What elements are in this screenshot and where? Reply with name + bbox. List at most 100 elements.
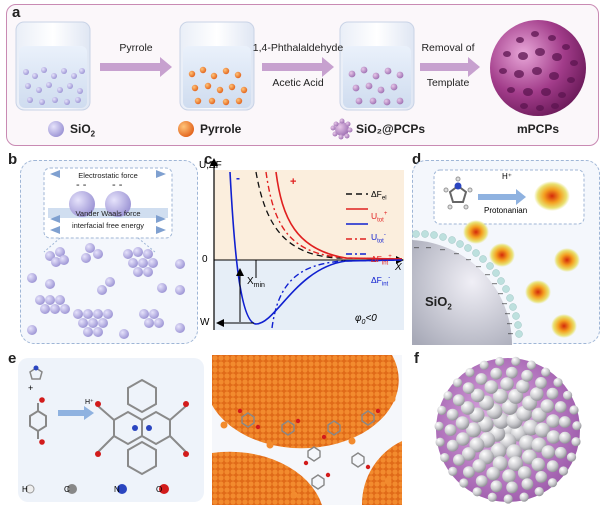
svg-text:- -: - - xyxy=(112,179,123,191)
silica-sphere xyxy=(453,454,465,466)
silica-sphere xyxy=(506,482,518,494)
minus-sign: - xyxy=(236,171,240,185)
legend-pyrrole-icon xyxy=(178,121,194,137)
plot-legend: ΔFel Utot+ Utot- ΔFint+ ΔFint- xyxy=(371,187,392,293)
legend-o: O xyxy=(156,485,162,494)
silica-sphere xyxy=(546,414,560,428)
svg-text:–: – xyxy=(414,242,419,252)
panel-d-artwork: ––––––––––––– xyxy=(412,160,600,345)
silica-sphere xyxy=(447,409,459,421)
svg-text:–: – xyxy=(502,298,507,308)
svg-text:–: – xyxy=(440,244,445,254)
legend-c: C xyxy=(64,485,70,494)
silica-sphere xyxy=(463,466,475,478)
silica-sphere xyxy=(521,370,533,382)
legend-dF-int-plus: ΔFint+ xyxy=(371,250,392,272)
beaker-3 xyxy=(340,22,414,110)
sio2-label: SiO2 xyxy=(425,294,452,312)
e-h-plus-label: H⁺ xyxy=(85,398,94,406)
w-label: W xyxy=(200,317,209,328)
panel-b-artwork: - - - - xyxy=(20,160,200,345)
silica-sphere xyxy=(542,445,556,459)
silica-sphere xyxy=(504,494,513,503)
silica-sphere xyxy=(541,368,550,377)
arrow-3 xyxy=(420,57,480,77)
protonation-label: Protonanian xyxy=(484,206,527,215)
silica-sphere xyxy=(530,387,544,401)
arrow-2-label-bottom: Acetic Acid xyxy=(243,77,353,89)
silica-sphere xyxy=(559,416,571,428)
silica-sphere xyxy=(535,487,544,496)
silica-sphere xyxy=(476,373,488,385)
y-axis-label: U,ΔF xyxy=(199,160,222,171)
svg-text:–: – xyxy=(426,242,431,252)
silica-sphere xyxy=(444,391,453,400)
silica-sphere xyxy=(520,493,529,502)
silica-sphere xyxy=(490,368,502,380)
silica-sphere xyxy=(476,475,488,487)
h-plus-label: H⁺ xyxy=(502,172,512,181)
silica-sphere xyxy=(547,460,559,472)
arrow-2-label-top: 1,4-Phthalaldehyde xyxy=(243,42,353,54)
silica-sphere xyxy=(463,382,475,394)
legend-sio2: SiO2 xyxy=(70,122,95,138)
plus-sign: + xyxy=(290,176,296,188)
silica-sphere xyxy=(522,478,534,490)
silica-sphere xyxy=(435,422,444,431)
legend-h: H xyxy=(22,485,28,494)
interfacial-energy-label: interfacial free energy xyxy=(58,221,158,230)
silica-sphere xyxy=(527,361,536,370)
silica-sphere xyxy=(500,377,514,391)
silica-sphere xyxy=(547,430,561,444)
arrow-1 xyxy=(100,57,172,77)
silica-sphere xyxy=(453,394,465,406)
silica-sphere xyxy=(459,478,468,487)
silica-sphere xyxy=(488,493,497,502)
silica-sphere xyxy=(495,357,504,366)
xmin-label: Xmin xyxy=(247,276,265,289)
arrow-2 xyxy=(262,57,334,77)
van-der-waals-label: Vander Waals force xyxy=(58,209,158,218)
svg-text:–: – xyxy=(508,328,513,338)
electrostatic-force-label: Electrostatic force xyxy=(60,171,156,180)
silica-sphere xyxy=(535,377,547,389)
silica-sphere xyxy=(447,440,459,452)
silica-sphere xyxy=(547,388,559,400)
silica-sphere xyxy=(518,466,532,480)
svg-text:–: – xyxy=(507,318,512,328)
silica-sphere xyxy=(485,380,499,394)
silica-sphere xyxy=(436,438,445,447)
silica-sphere xyxy=(567,453,576,462)
svg-text:–: – xyxy=(476,261,481,271)
panel-e-right-artwork xyxy=(212,355,402,505)
panel-label-b: b xyxy=(8,151,17,168)
svg-text:–: – xyxy=(485,269,490,279)
svg-text:–: – xyxy=(466,254,471,264)
silica-sphere xyxy=(491,480,503,492)
silica-sphere xyxy=(563,391,572,400)
arrow-3-label-top: Removal of xyxy=(412,42,484,54)
legend-n: N xyxy=(114,485,120,494)
phi-label: φ0<0 xyxy=(355,313,377,326)
panel-label-e: e xyxy=(8,350,16,367)
legend-dF-int-minus: ΔFint- xyxy=(371,271,392,293)
silica-sphere xyxy=(453,378,462,387)
beaker-2 xyxy=(180,22,254,110)
silica-sphere xyxy=(541,399,555,413)
silica-sphere xyxy=(437,406,446,415)
arrow-3-label-bottom: Template xyxy=(412,77,484,89)
legend-sio2-icon xyxy=(48,121,64,137)
mpcp-sphere xyxy=(490,20,586,116)
beaker-1 xyxy=(16,22,90,110)
silica-sphere xyxy=(486,467,500,481)
legend-dF-el: ΔFel xyxy=(371,187,392,207)
silica-sphere xyxy=(553,378,562,387)
svg-text:–: – xyxy=(498,288,503,298)
legend-sio2-pcps-icon xyxy=(331,119,353,140)
legend-pyrrole: Pyrrole xyxy=(200,122,241,136)
silica-sphere xyxy=(559,466,568,475)
legend-sio2-pcps: SiO₂@PCPs xyxy=(356,122,425,136)
legend-U-tot-plus: Utot+ xyxy=(371,207,392,229)
legend-mpcps: mPCPs xyxy=(517,122,559,136)
silica-sphere xyxy=(506,367,518,379)
